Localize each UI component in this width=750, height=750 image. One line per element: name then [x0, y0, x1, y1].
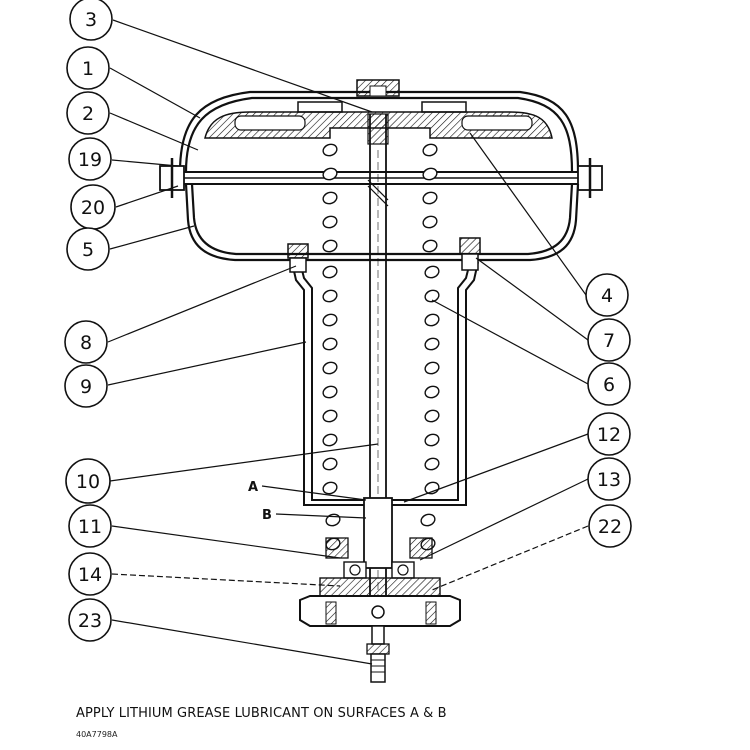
top-fitting	[356, 79, 400, 97]
spring-coil	[322, 433, 338, 447]
spring-coil	[322, 409, 338, 423]
leader-lines	[107, 19, 589, 665]
callout-2: 2	[66, 91, 110, 135]
spring-coil	[422, 143, 438, 157]
spring-coil	[322, 361, 338, 375]
callout-12: 12	[587, 412, 631, 456]
spring-coil	[322, 143, 338, 157]
spring-coil	[424, 313, 440, 327]
svg-text:2: 2	[82, 103, 94, 125]
spring-coil	[424, 409, 440, 423]
lower-diaphragm-casing	[184, 183, 580, 262]
spring-coil	[424, 433, 440, 447]
svg-text:7: 7	[603, 330, 615, 352]
spring-coil	[322, 457, 338, 471]
svg-text:1: 1	[82, 58, 94, 80]
spring-seat-assembly	[319, 497, 441, 597]
spring-coil	[422, 239, 438, 253]
callout-3: 3	[69, 0, 113, 41]
callout-23: 23	[68, 598, 112, 642]
spring-coil	[424, 457, 440, 471]
svg-text:9: 9	[80, 376, 92, 398]
spring-coil	[422, 215, 438, 229]
spring-coil	[420, 513, 436, 527]
spring-coil	[322, 191, 338, 205]
bottom-stud	[366, 625, 390, 683]
spring-coil	[322, 289, 338, 303]
spring-coil	[424, 385, 440, 399]
svg-text:13: 13	[597, 469, 621, 491]
svg-text:5: 5	[82, 239, 94, 261]
surface-label-a: A	[248, 480, 258, 495]
callout-8: 8	[64, 320, 108, 364]
svg-text:4: 4	[601, 285, 613, 307]
spring-coil	[322, 167, 338, 181]
spring-coil	[424, 361, 440, 375]
surface-label-b: B	[262, 508, 272, 523]
spring-coil	[325, 513, 341, 527]
svg-text:3: 3	[85, 9, 97, 31]
callout-10: 10	[65, 458, 111, 504]
yoke-housing	[291, 261, 479, 506]
spring-coil	[322, 337, 338, 351]
spring-coil	[424, 337, 440, 351]
callout-5: 5	[66, 227, 110, 271]
callout-13: 13	[587, 457, 631, 501]
spring-coil	[322, 313, 338, 327]
svg-text:19: 19	[78, 149, 102, 171]
spring-coil	[322, 239, 338, 253]
svg-text:8: 8	[80, 332, 92, 354]
callout-11: 11	[68, 504, 112, 548]
callout-6: 6	[587, 362, 631, 406]
callout-19: 19	[68, 137, 112, 181]
callout-20: 20	[70, 184, 116, 230]
svg-text:6: 6	[603, 374, 615, 396]
spring-coil	[322, 481, 338, 495]
svg-text:12: 12	[597, 424, 621, 446]
lubrication-note: APPLY LITHIUM GREASE LUBRICANT ON SURFAC…	[76, 706, 447, 721]
spring-coil	[322, 215, 338, 229]
callout-1: 1	[66, 46, 110, 90]
callout-22: 22	[588, 504, 632, 548]
yoke-bolts	[287, 237, 481, 273]
spring-coil	[322, 265, 338, 279]
spring-coil	[422, 191, 438, 205]
spring-coil	[422, 167, 438, 181]
callout-7: 7	[587, 318, 631, 362]
svg-text:11: 11	[78, 516, 102, 538]
spring-coils	[322, 143, 440, 551]
adjuster-nut	[299, 595, 461, 627]
flange-joint	[159, 158, 603, 198]
callout-14: 14	[68, 552, 112, 596]
callout-9: 9	[64, 364, 108, 408]
spring-coil	[424, 289, 440, 303]
svg-text:20: 20	[81, 197, 105, 219]
svg-text:10: 10	[76, 471, 100, 493]
spring-coil	[424, 265, 440, 279]
svg-text:23: 23	[78, 610, 102, 632]
drawing-number: 40A7798A	[76, 730, 118, 739]
svg-text:22: 22	[598, 516, 622, 538]
svg-text:14: 14	[78, 564, 102, 586]
callout-4: 4	[585, 273, 629, 317]
spring-coil	[322, 385, 338, 399]
